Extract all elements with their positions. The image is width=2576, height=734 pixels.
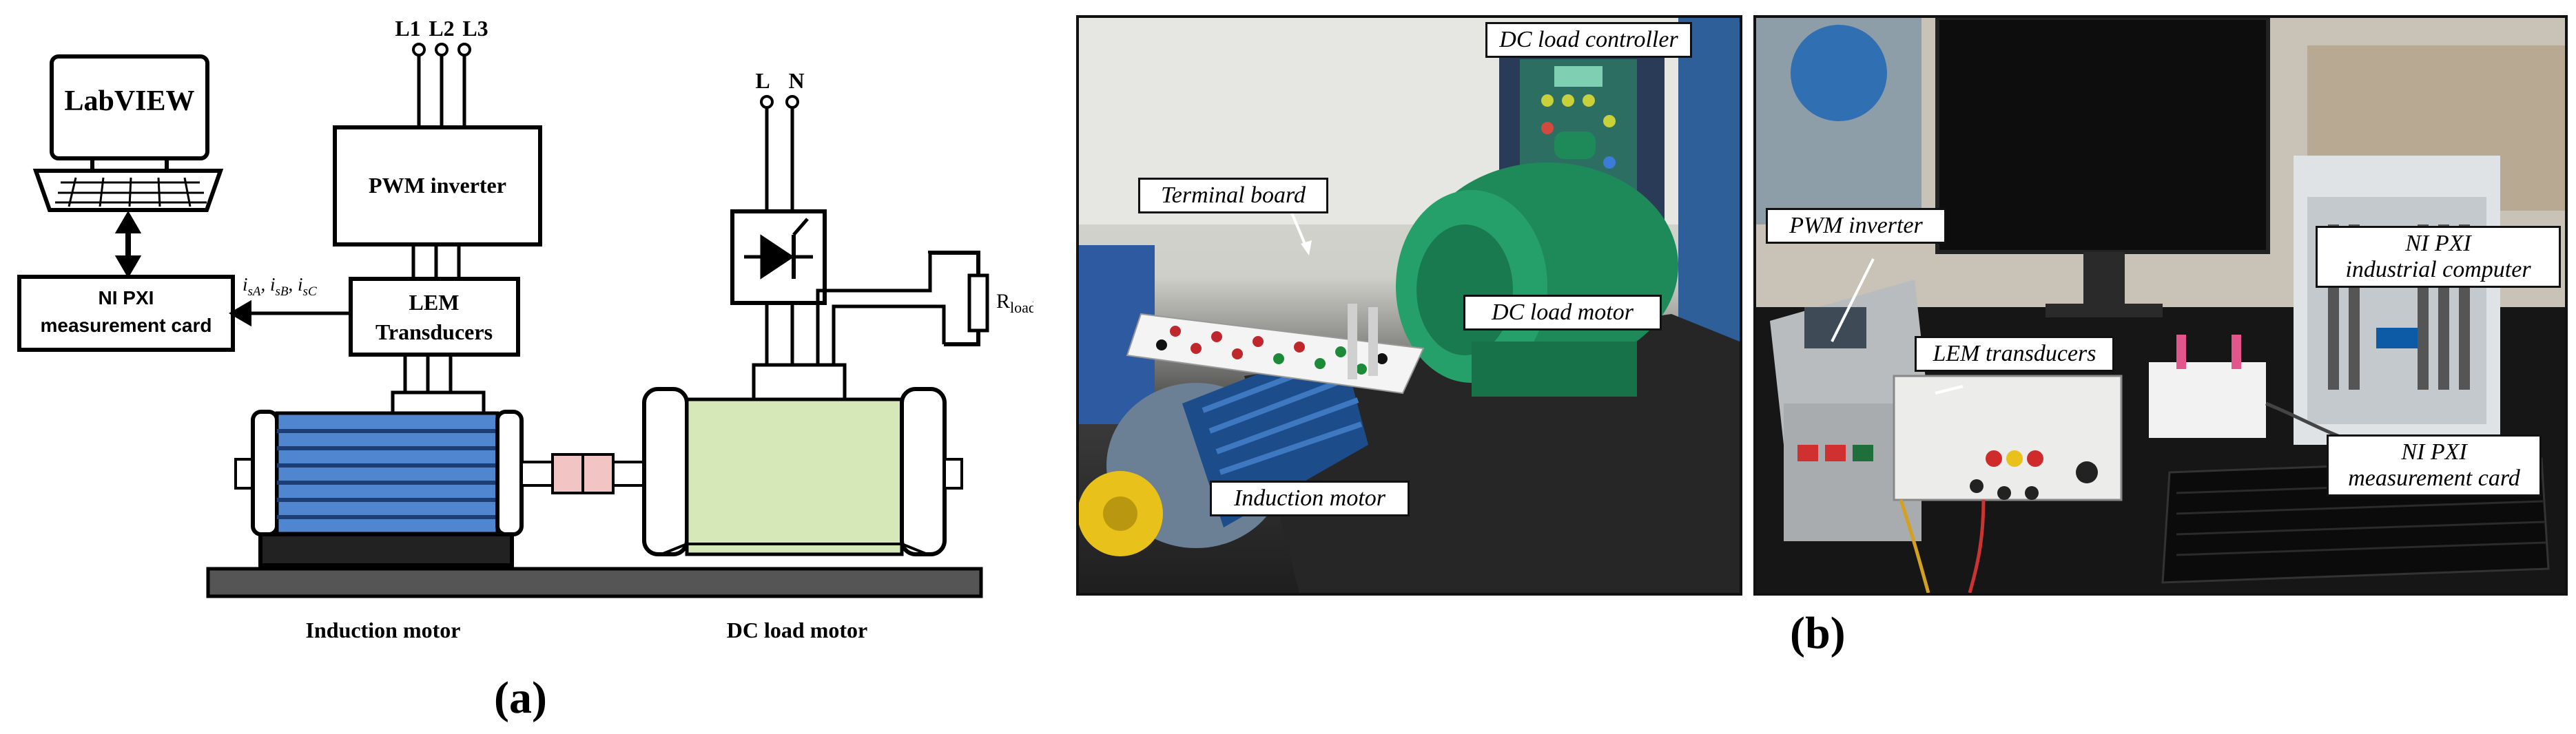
phase-label-l2: L2 xyxy=(429,16,454,41)
labview-label: LabVIEW xyxy=(64,85,194,117)
phase-label-l1: L1 xyxy=(395,16,420,41)
callout-lem-transducers: LEM transducers xyxy=(1915,336,2114,372)
lem-label-1: LEM xyxy=(409,290,460,315)
callout-ni-pxi-computer-line1: NI PXI xyxy=(2405,231,2471,256)
signal-arrow-head xyxy=(229,300,251,327)
callout-ni-pxi-computer-line2: industrial computer xyxy=(2345,257,2531,282)
schematic-diagram: LabVIEW NI PXI measurement card PWM inve… xyxy=(17,16,1033,642)
lem-label-2: Transducers xyxy=(375,319,493,344)
callout-ni-pxi-card-line1: NI PXI xyxy=(2401,439,2467,465)
bidirectional-arrow xyxy=(114,211,142,278)
monitor-photo xyxy=(1935,18,2270,317)
resistor-load xyxy=(967,273,989,333)
rectifier-icon xyxy=(730,209,827,305)
nipxi-card-label-1: NI PXI xyxy=(99,287,154,308)
dc-label-n: N xyxy=(788,68,804,93)
dc-motor-drawing xyxy=(642,363,963,556)
callout-ni-pxi-computer: NI PXI industrial computer xyxy=(2316,226,2561,288)
dc-supply-terminals xyxy=(760,95,799,109)
phase-terminals xyxy=(412,43,471,56)
callout-pwm-inverter: PWM inverter xyxy=(1766,208,1946,244)
dc-label-l: L xyxy=(755,68,770,93)
terminal-board-photo xyxy=(1126,304,1425,395)
panel-a-label: (a) xyxy=(494,673,547,723)
lem-transducers-box xyxy=(349,277,520,357)
lem-transducers-photo xyxy=(1893,375,2123,501)
induction-motor-caption: Induction motor xyxy=(306,618,461,642)
ni-pxi-computer-photo xyxy=(2294,156,2500,445)
callout-ni-pxi-card-line2: measurement card xyxy=(2348,465,2520,491)
base-plate xyxy=(206,567,983,598)
pwm-inverter-label: PWM inverter xyxy=(369,173,506,198)
photo-test-bench: DC load controller Terminal board DC loa… xyxy=(1076,15,1742,596)
nipxi-card-label-2: measurement card xyxy=(40,315,212,336)
photo-measurement-setup: PWM inverter LEM transducers NI PXI indu… xyxy=(1753,15,2568,596)
rload-label: Rload xyxy=(996,290,1033,316)
callout-ni-pxi-card: NI PXI measurement card xyxy=(2327,434,2542,496)
phase-label-l3: L3 xyxy=(462,16,488,41)
phase-current-labels: isA, isB, isC xyxy=(243,274,317,299)
dc-load-motor-caption: DC load motor xyxy=(727,618,867,642)
callout-terminal-board: Terminal board xyxy=(1138,178,1328,213)
callout-dc-load-motor: DC load motor xyxy=(1463,295,1662,331)
computer-icon xyxy=(32,54,224,212)
callout-dc-load-controller: DC load controller xyxy=(1485,22,1692,58)
panel-b-label: (b) xyxy=(1790,608,1846,658)
induction-motor-drawing xyxy=(234,410,524,567)
callout-induction-motor: Induction motor xyxy=(1210,481,1410,516)
